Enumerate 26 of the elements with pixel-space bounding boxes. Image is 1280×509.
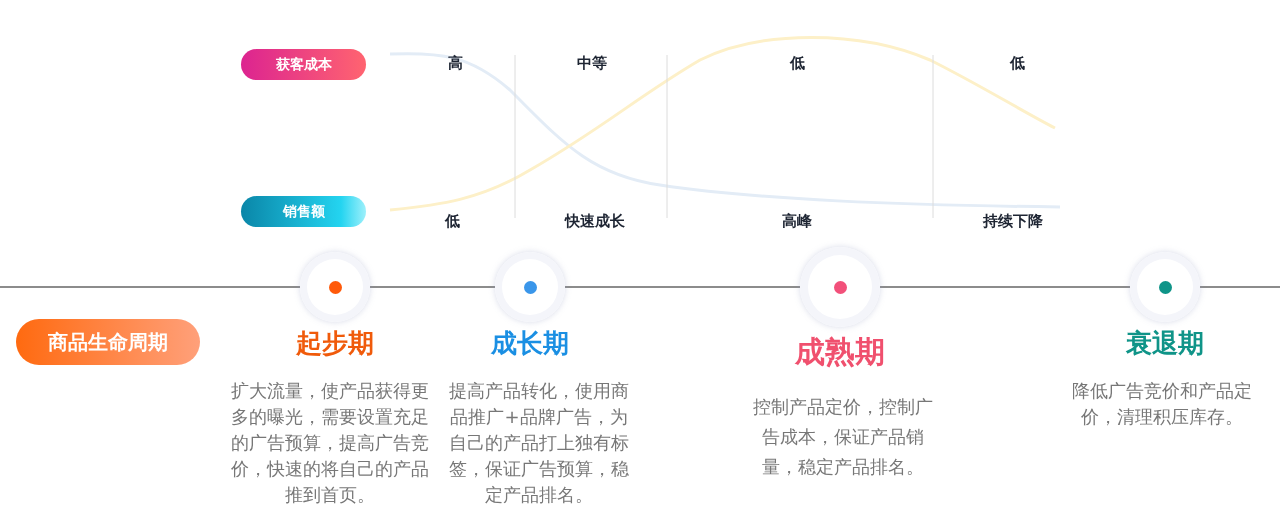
level-label: 持续下降 xyxy=(983,212,1043,231)
stage-title: 衰退期 xyxy=(1126,327,1204,360)
label-pill: 获客成本 xyxy=(241,49,366,80)
timeline-circle xyxy=(495,252,565,322)
timeline-circle xyxy=(800,247,880,327)
stage-description: 扩大流量，使产品获得更多的曝光，需要设置充足的广告预算，提高广告竞价，快速的将自己的产品推到首页。 xyxy=(230,379,430,507)
level-label: 中等 xyxy=(577,54,607,73)
level-label: 快速成长 xyxy=(565,212,625,231)
timeline-line xyxy=(879,286,1131,288)
timeline-circle xyxy=(300,252,370,322)
timeline-line xyxy=(369,286,496,288)
timeline-circle xyxy=(1130,252,1200,322)
level-label: 低 xyxy=(1009,54,1025,73)
stage-title: 成熟期 xyxy=(795,333,885,371)
stage-title: 起步期 xyxy=(296,327,374,360)
level-label: 低 xyxy=(444,212,460,231)
stage-description: 控制产品定价，控制广告成本，保证产品销量，稳定产品排名。 xyxy=(752,395,934,479)
level-label: 高峰 xyxy=(782,212,812,231)
stage-description: 提高产品转化，使用商品推广+品牌广告，为自己的产品打上独有标签，保证广告预算，稳定产品排名。 xyxy=(448,379,630,507)
stage-title: 成长期 xyxy=(491,327,569,360)
level-label: 低 xyxy=(789,54,805,73)
stage-description: 降低广告竞价和产品定价，清理积压库存。 xyxy=(1071,379,1253,429)
label-pill: 销售额 xyxy=(241,196,366,227)
level-label: 高 xyxy=(447,54,463,73)
timeline-line xyxy=(564,286,801,288)
label-pill: 商品生命周期 xyxy=(16,319,200,365)
